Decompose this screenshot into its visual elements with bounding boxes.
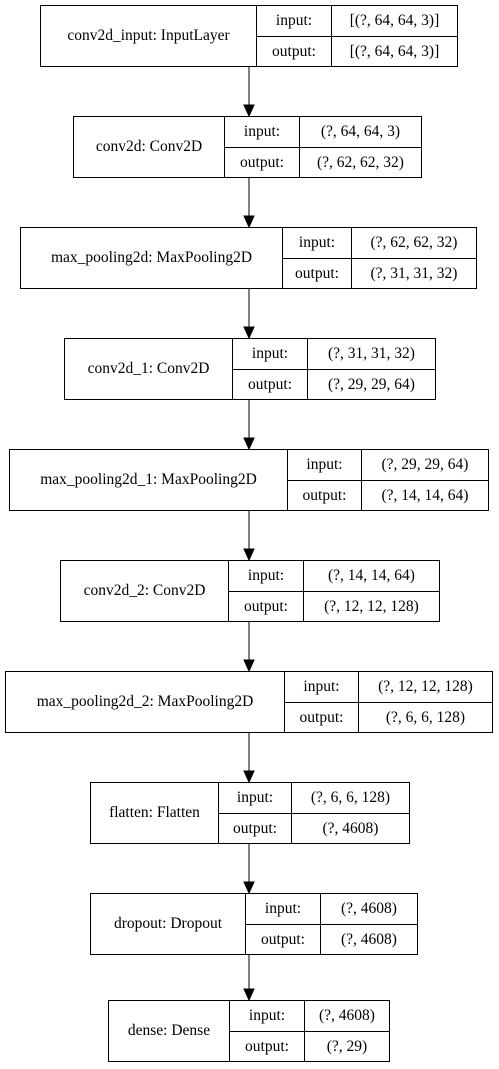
layer-name: max_pooling2d: MaxPooling2D: [21, 228, 283, 288]
layer-name: dropout: Dropout: [91, 894, 246, 954]
input-label: input:: [285, 672, 359, 702]
output-shape: [(?, 64, 64, 3)]: [349, 42, 440, 60]
input-shape: (?, 4608): [319, 1007, 375, 1024]
input-shape: (?, 14, 14, 64): [328, 567, 415, 584]
output-shape: (?, 29): [326, 1037, 368, 1055]
input-label: input:: [219, 783, 292, 813]
layer-node-max-pooling2d-1: max_pooling2d_1: MaxPooling2D input: (?, …: [9, 449, 489, 511]
arrowhead-icon: [243, 881, 255, 895]
output-label: output:: [225, 147, 300, 177]
layer-node-conv2d-2: conv2d_2: Conv2D input: (?, 14, 14, 64) o…: [60, 560, 440, 622]
layer-name: max_pooling2d_2: MaxPooling2D: [6, 672, 285, 732]
input-label: input:: [283, 228, 352, 258]
arrowhead-icon: [243, 659, 255, 673]
output-label: output:: [229, 591, 304, 621]
output-label: output:: [288, 480, 362, 510]
layer-node-conv2d: conv2d: Conv2D input: (?, 64, 64, 3) outp…: [73, 116, 422, 178]
input-shape: (?, 6, 6, 128): [310, 789, 391, 806]
output-shape: (?, 6, 6, 128): [385, 708, 466, 726]
arrowhead-icon: [243, 215, 255, 229]
input-label: input:: [288, 450, 362, 480]
layer-node-flatten: flatten: Flatten input: (?, 6, 6, 128) ou…: [90, 782, 410, 844]
arrowhead-icon: [243, 326, 255, 340]
input-label: input:: [229, 561, 304, 591]
output-shape: (?, 31, 31, 32): [370, 264, 458, 282]
input-shape: [(?, 64, 64, 3)]: [349, 12, 440, 29]
input-label: input:: [233, 339, 308, 369]
output-label: output:: [219, 813, 292, 843]
layer-name: max_pooling2d_1: MaxPooling2D: [10, 450, 288, 510]
layer-node-dropout: dropout: Dropout input: (?, 4608) output:…: [90, 893, 418, 955]
arrowhead-icon: [243, 770, 255, 784]
input-label: input:: [230, 1001, 305, 1031]
arrowhead-icon: [243, 988, 255, 1002]
arrowhead-icon: [243, 104, 255, 118]
input-label: input:: [257, 6, 332, 36]
output-shape: (?, 14, 14, 64): [381, 486, 469, 504]
input-shape: (?, 64, 64, 3): [320, 123, 401, 140]
layer-node-conv2d-input: conv2d_input: InputLayer input: [(?, 64, …: [40, 5, 458, 67]
input-label: input:: [246, 894, 321, 924]
output-shape: (?, 29, 29, 64): [328, 375, 415, 393]
output-shape: (?, 4608): [322, 819, 379, 837]
layer-name: dense: Dense: [109, 1001, 230, 1061]
input-shape: (?, 12, 12, 128): [378, 678, 473, 695]
layer-name: conv2d_2: Conv2D: [61, 561, 229, 621]
input-shape: (?, 62, 62, 32): [370, 234, 458, 251]
input-shape: (?, 31, 31, 32): [328, 345, 415, 362]
layer-name: conv2d_input: InputLayer: [41, 6, 257, 66]
input-shape: (?, 4608): [341, 900, 397, 917]
input-shape: (?, 29, 29, 64): [381, 456, 469, 473]
layer-node-dense: dense: Dense input: (?, 4608) output: (?, …: [108, 1000, 390, 1062]
layer-name: conv2d: Conv2D: [74, 117, 225, 177]
output-shape: (?, 4608): [341, 930, 397, 948]
arrowhead-icon: [243, 548, 255, 562]
layer-name: flatten: Flatten: [91, 783, 219, 843]
layer-name: conv2d_1: Conv2D: [65, 339, 233, 399]
output-label: output:: [285, 702, 359, 732]
output-shape: (?, 12, 12, 128): [324, 597, 419, 615]
output-label: output:: [233, 369, 308, 399]
output-shape: (?, 62, 62, 32): [317, 153, 404, 171]
output-label: output:: [230, 1031, 305, 1061]
arrowhead-icon: [243, 437, 255, 451]
layer-node-max-pooling2d: max_pooling2d: MaxPooling2D input: (?, 62…: [20, 227, 477, 289]
layer-node-conv2d-1: conv2d_1: Conv2D input: (?, 31, 31, 32) o…: [64, 338, 436, 400]
layer-node-max-pooling2d-2: max_pooling2d_2: MaxPooling2D input: (?, …: [5, 671, 493, 733]
output-label: output:: [257, 36, 332, 66]
output-label: output:: [283, 258, 352, 288]
output-label: output:: [246, 924, 321, 954]
input-label: input:: [225, 117, 300, 147]
